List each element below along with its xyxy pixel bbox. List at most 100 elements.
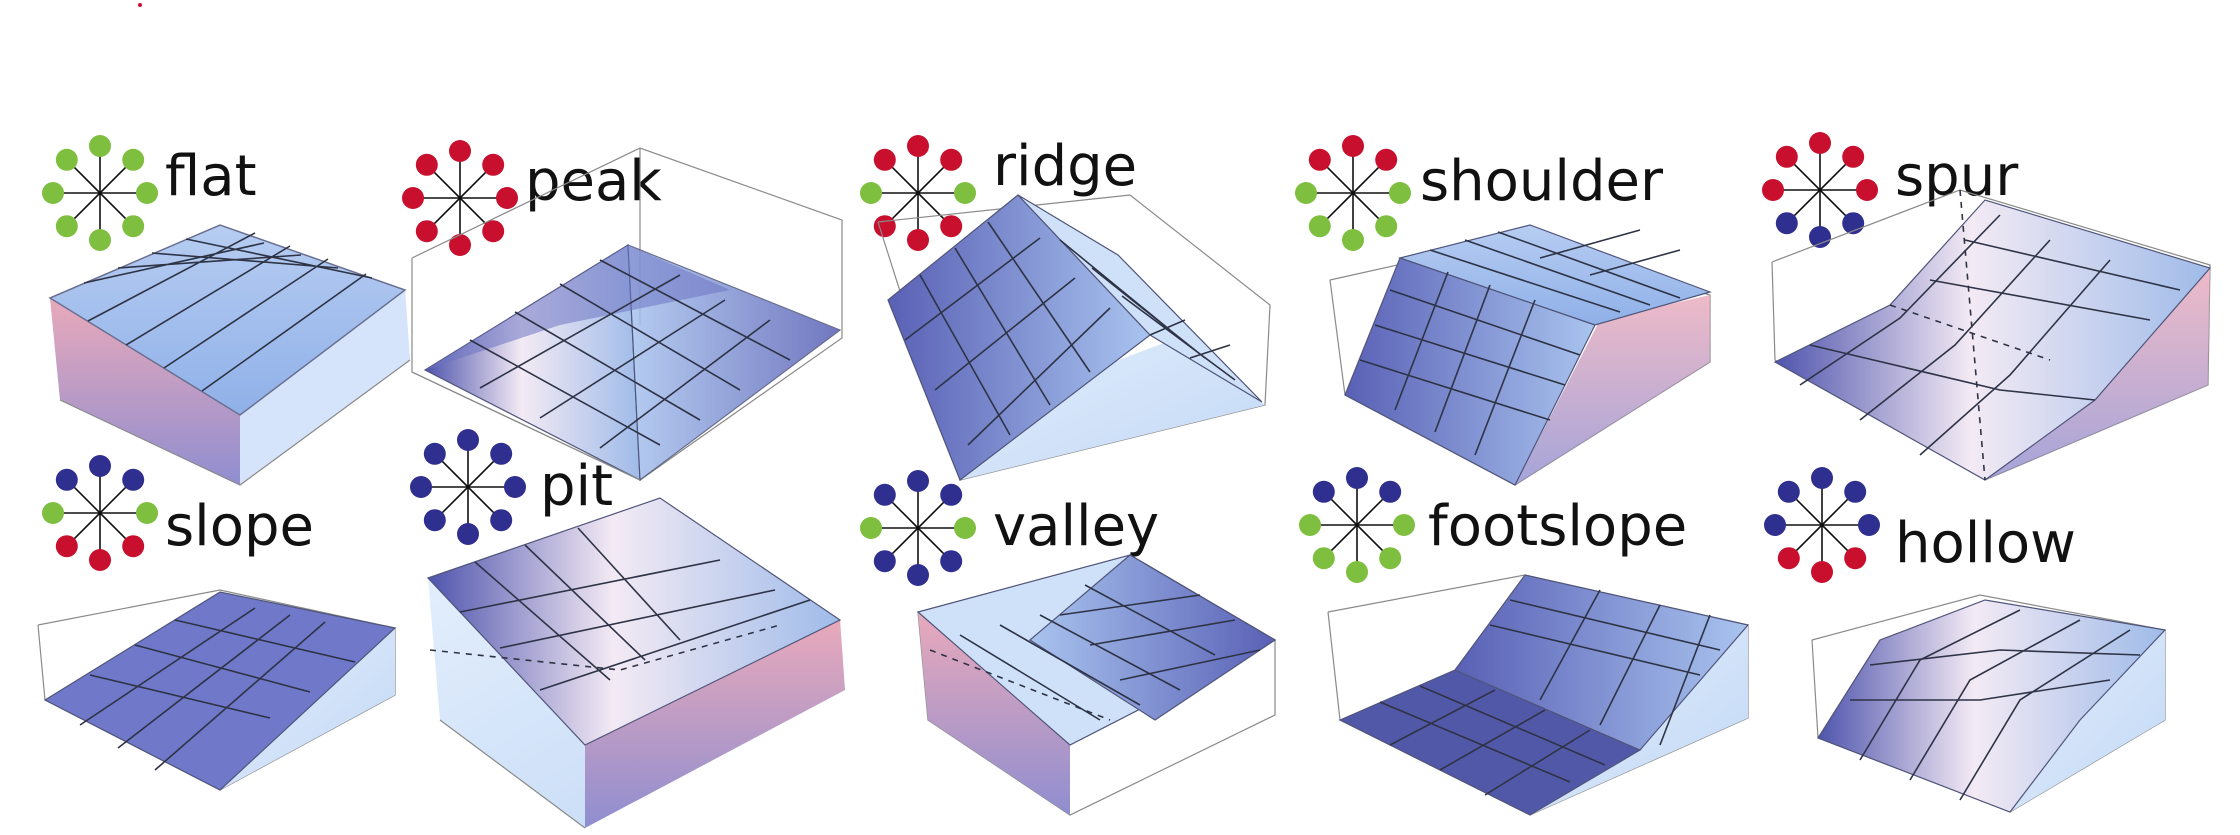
neighbor-dot xyxy=(55,535,78,558)
surface-peak xyxy=(411,147,843,482)
neighbor-dot xyxy=(940,483,963,506)
neighbor-dot xyxy=(1393,514,1415,536)
neighbor-dot xyxy=(1809,226,1831,248)
neighbor-dot xyxy=(954,517,976,539)
neighbor-dot xyxy=(89,549,111,571)
neighbor-dot xyxy=(1299,514,1321,536)
landform-valley: valley xyxy=(860,470,1277,816)
neighbor-dot xyxy=(415,153,438,176)
neighborhood-icon-spur xyxy=(1762,132,1878,248)
neighborhood-icon-flat xyxy=(42,135,158,251)
neighbor-dot xyxy=(1811,467,1833,489)
landform-label: slope xyxy=(165,494,314,559)
neighborhood-icon-pit xyxy=(410,429,526,545)
neighbor-dot xyxy=(89,455,111,477)
neighbor-dot xyxy=(860,182,882,204)
neighbor-dot xyxy=(449,140,471,162)
neighbor-dot xyxy=(1342,135,1364,157)
neighbor-dot xyxy=(89,135,111,157)
neighborhood-icon-ridge xyxy=(860,135,976,251)
neighbor-dot xyxy=(1379,480,1402,503)
neighbor-dot xyxy=(423,442,446,465)
neighbor-dot xyxy=(457,429,479,451)
neighbor-dot xyxy=(940,148,963,171)
neighbor-dot xyxy=(402,187,424,209)
neighbor-dot xyxy=(1777,480,1800,503)
landform-shoulder: shoulder xyxy=(1295,135,1712,486)
surface-spur xyxy=(1771,189,2212,481)
neighbor-dot xyxy=(136,502,158,524)
landform-label: footslope xyxy=(1428,494,1687,559)
landform-slope: slope xyxy=(37,455,397,791)
landform-flat: flat xyxy=(42,135,411,486)
neighbor-dot xyxy=(954,182,976,204)
neighborhood-icon-shoulder xyxy=(1295,135,1411,251)
neighbor-dot xyxy=(490,442,513,465)
surface-pit xyxy=(426,497,845,829)
neighbor-dot xyxy=(55,215,78,238)
neighbor-dot xyxy=(1842,145,1865,168)
neighbor-dot xyxy=(1312,547,1335,570)
neighbor-dot xyxy=(1811,561,1833,583)
neighbor-dot xyxy=(1809,132,1831,154)
neighbor-dot xyxy=(1389,182,1411,204)
landform-label: valley xyxy=(993,494,1159,559)
neighborhood-icon-peak xyxy=(402,140,518,256)
neighbor-dot xyxy=(482,220,505,243)
neighbor-dot xyxy=(907,470,929,492)
neighbor-dot xyxy=(860,517,882,539)
neighbor-dot xyxy=(1775,212,1798,235)
neighbor-dot xyxy=(55,468,78,491)
neighbor-dot xyxy=(940,550,963,573)
neighbor-dot xyxy=(1764,514,1786,536)
landform-label: spur xyxy=(1895,144,2019,209)
neighbor-dot xyxy=(122,535,145,558)
neighborhood-icon-hollow xyxy=(1764,467,1880,583)
neighbor-dot xyxy=(122,215,145,238)
neighborhood-icon-footslope xyxy=(1299,467,1415,583)
neighbor-dot xyxy=(1295,182,1317,204)
landform-label: peak xyxy=(525,149,662,214)
landform-spur: spur xyxy=(1762,132,2212,481)
neighbor-dot xyxy=(504,476,526,498)
neighbor-dot xyxy=(496,187,518,209)
neighbor-dot xyxy=(873,215,896,238)
neighbor-dot xyxy=(1775,145,1798,168)
neighbor-dot xyxy=(1308,148,1331,171)
neighbor-dot xyxy=(449,234,471,256)
neighborhood-icon-slope xyxy=(42,455,158,571)
neighbor-dot xyxy=(1346,467,1368,489)
neighbor-dot xyxy=(457,523,479,545)
neighbor-dot xyxy=(1844,480,1867,503)
landform-peak: peak xyxy=(402,140,843,482)
neighbor-dot xyxy=(89,229,111,251)
neighbor-dot xyxy=(1856,179,1878,201)
neighbor-dot xyxy=(55,148,78,171)
neighbor-dot xyxy=(1762,179,1784,201)
neighbor-dot xyxy=(1375,148,1398,171)
neighbor-dot xyxy=(1858,514,1880,536)
landform-hollow: hollow xyxy=(1764,467,2167,813)
surface-flat xyxy=(48,224,411,486)
surface-ridge xyxy=(877,194,1271,481)
neighbor-dot xyxy=(122,468,145,491)
landform-footslope: footslope xyxy=(1299,467,1750,816)
landform-label: flat xyxy=(165,144,257,209)
landform-label: pit xyxy=(540,454,613,519)
neighbor-dot xyxy=(873,148,896,171)
landform-pit: pit xyxy=(410,429,845,829)
neighbor-dot xyxy=(1308,215,1331,238)
neighbor-dot xyxy=(873,483,896,506)
neighbor-dot xyxy=(122,148,145,171)
landform-ridge: ridge xyxy=(860,134,1271,481)
neighbor-dot xyxy=(423,509,446,532)
surface-slope xyxy=(37,589,397,791)
neighbor-dot xyxy=(42,502,64,524)
surface-shoulder xyxy=(1329,224,1712,486)
neighbor-dot xyxy=(907,229,929,251)
neighbor-dot xyxy=(1777,547,1800,570)
neighbor-dot xyxy=(490,509,513,532)
surface-footslope xyxy=(1327,574,1750,816)
neighbor-dot xyxy=(907,135,929,157)
neighbor-dot xyxy=(873,550,896,573)
